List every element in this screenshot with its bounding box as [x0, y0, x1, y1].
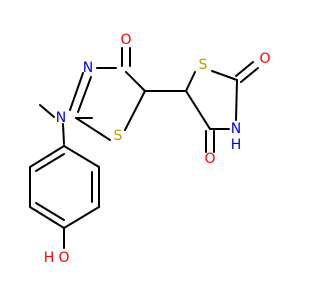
bond-c4-c5: [125, 71, 146, 92]
atom-label-group: O N S N S O N H O O H: [44, 32, 271, 266]
bond-ph-4-inner: [35, 202, 65, 221]
atom-o-ketone: O: [120, 32, 131, 48]
atom-o-hydroxyl: O: [58, 250, 69, 266]
bond-n-c2-double-a: [69, 72, 84, 111]
bond-c5-s: [124, 90, 146, 131]
bond-n-c2-double-b: [77, 76, 92, 113]
structure-svg: O N S N S O N H O O H: [29, 32, 271, 266]
bond-namine-methyl: [39, 104, 55, 118]
atom-n-amine: N: [56, 110, 66, 126]
bond-s-c2: [75, 117, 111, 141]
bond-ph-3: [63, 206, 100, 229]
atom-h-on-n: H: [231, 137, 242, 153]
bond-c4p-c5p: [185, 90, 211, 130]
bond-c2p-o-b: [240, 67, 259, 83]
atom-h-hydroxyl: H: [44, 250, 55, 266]
bond-c5p-s: [185, 71, 196, 92]
bond-ph-4: [29, 206, 65, 229]
bond-ph-1: [63, 145, 100, 168]
atom-o-right-top: O: [259, 51, 270, 67]
bond-namine-aryl: [62, 123, 65, 145]
bond-c2p-n: [235, 79, 238, 121]
atom-o-right-bottom: O: [204, 151, 215, 167]
bond-group: [29, 47, 259, 249]
atom-n-right-ring: N: [231, 121, 241, 137]
atom-n-left-ring: N: [83, 60, 93, 76]
bond-s-c2p: [211, 70, 238, 81]
bond-ph-6: [29, 145, 65, 168]
bond-ph-6-inner: [35, 153, 65, 172]
atom-s-right-ring: S: [199, 57, 208, 73]
atom-s-left-ring: S: [114, 128, 123, 144]
molecule-diagram: O N S N S O N H O O H: [29, 32, 271, 266]
bond-c2p-o-a: [235, 61, 254, 77]
